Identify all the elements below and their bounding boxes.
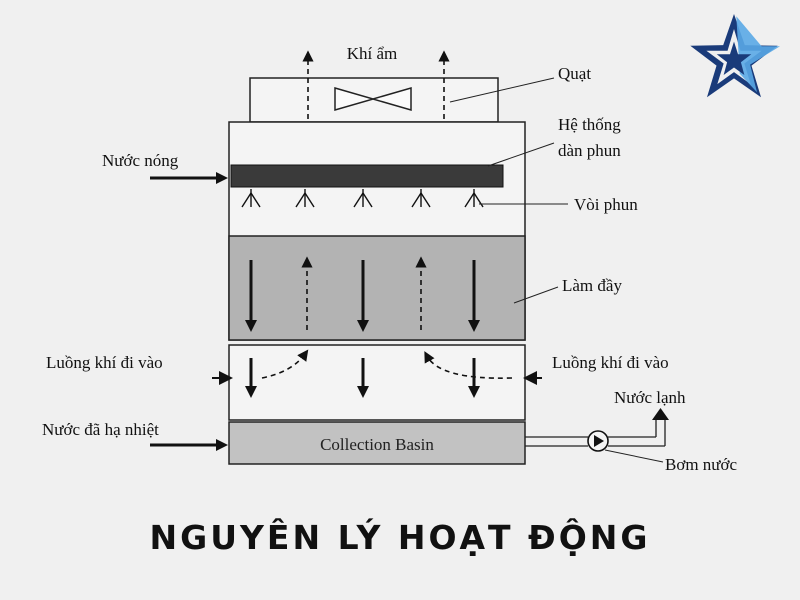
cooled-water-label: Nước đã hạ nhiệt	[42, 420, 159, 439]
moist-air-label: Khí ẩm	[347, 44, 398, 63]
outlet-pipe	[525, 420, 666, 447]
nozzle-1	[241, 189, 261, 208]
fill-section	[228, 235, 526, 341]
air-in-right-label: Luồng khí đi vào	[552, 353, 669, 372]
spray-system-label-line2: dàn phun	[558, 141, 621, 160]
pump-icon	[587, 430, 609, 452]
fan-icon	[334, 87, 412, 111]
air-inlet-section	[228, 344, 526, 421]
nozzles	[241, 189, 484, 208]
nozzle-5	[464, 189, 484, 208]
inlet-flow-arrows	[245, 349, 513, 398]
hot-water-label: Nước nóng	[102, 151, 179, 170]
nozzle-2	[295, 189, 315, 208]
nozzle-label: Vòi phun	[574, 195, 638, 214]
nozzle-3	[353, 189, 373, 208]
cold-water-arrow	[652, 408, 669, 420]
nozzle-4	[411, 189, 431, 208]
leader-lines	[449, 77, 664, 463]
collection-basin	[228, 421, 526, 465]
basin-label: Collection Basin	[320, 435, 434, 454]
fan-label: Quạt	[558, 64, 591, 83]
fill-label: Làm đầy	[562, 276, 622, 295]
fill-flow-arrows	[245, 256, 480, 332]
cold-water-label: Nước lạnh	[614, 388, 686, 407]
page-caption: NGUYÊN LÝ HOẠT ĐỘNG	[149, 518, 651, 557]
spray-pipe	[230, 164, 504, 188]
spray-system-label: Hệ thống	[558, 115, 621, 134]
pump-label: Bơm nước	[665, 455, 738, 474]
logo-star-icon	[690, 14, 780, 98]
air-in-left-label: Luồng khí đi vào	[46, 353, 163, 372]
